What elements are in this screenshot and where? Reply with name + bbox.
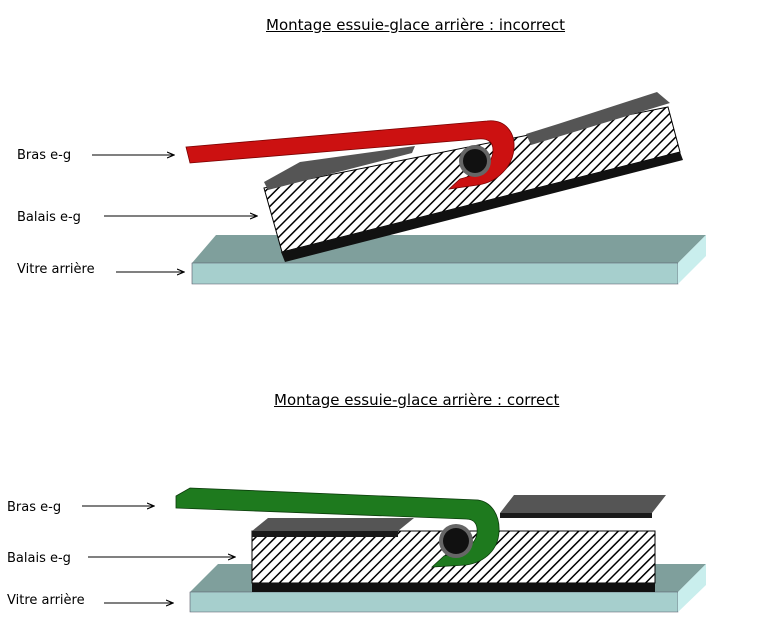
blade-plate-left [252, 531, 398, 537]
label-blade-correct: Balais e-g [7, 551, 71, 566]
wiper-arm-correct [175, 487, 500, 568]
label-arm-incorrect: Bras e-g [17, 148, 72, 163]
glass-top-face [192, 235, 706, 263]
pivot-pin [443, 528, 469, 554]
diagram-correct [82, 487, 706, 613]
blade-plate-right-top [500, 495, 666, 513]
title-correct: Montage essuie-glace arrière : correct [274, 391, 560, 409]
label-blade-incorrect: Balais e-g [17, 210, 81, 225]
title-incorrect: Montage essuie-glace arrière : incorrect [266, 16, 566, 34]
pivot-pin [463, 149, 487, 173]
blade-rubber-edge [281, 152, 683, 262]
arm-body [175, 487, 500, 568]
label-glass-incorrect: Vitre arrière [17, 262, 95, 277]
blade-plate-left [264, 146, 415, 190]
blade-plate-left-top [252, 518, 414, 531]
blade-plate-right [526, 92, 670, 145]
glass-front-face [191, 262, 679, 285]
glass-front-face [189, 591, 679, 613]
diagram-incorrect [92, 92, 706, 285]
wiper-arm-incorrect [185, 120, 515, 190]
glass-side-face [678, 235, 706, 284]
label-glass-correct: Vitre arrière [7, 593, 85, 608]
rear-glass-incorrect [191, 235, 706, 285]
blade-plate-right [500, 513, 652, 518]
arm-body [185, 120, 515, 190]
label-arm-correct: Bras e-g [7, 500, 62, 515]
blade-rubber-edge [252, 583, 655, 592]
glass-side-face [678, 564, 706, 612]
